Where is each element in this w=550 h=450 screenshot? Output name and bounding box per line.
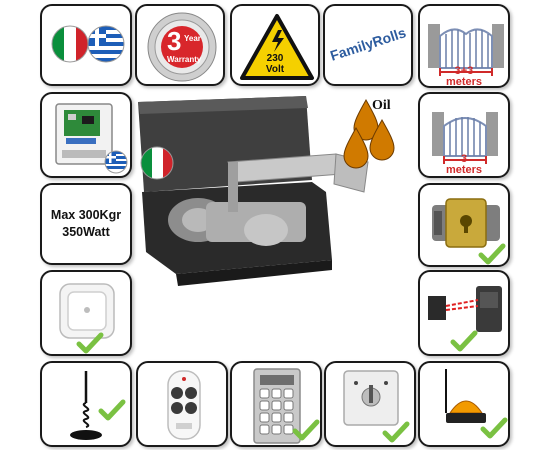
brand-name: FamilyRolls: [328, 24, 408, 64]
wall-button-tile: [40, 270, 132, 356]
check-icon: [450, 330, 478, 352]
check-icon: [480, 417, 508, 439]
keypad-tile: [230, 361, 322, 447]
check-icon: [382, 421, 410, 443]
high-voltage-warning-icon: [240, 14, 314, 80]
check-icon: [98, 399, 126, 421]
warranty-number: 3: [167, 26, 182, 56]
check-icon: [478, 243, 506, 265]
greece-flag-icon: [87, 25, 125, 63]
check-icon: [292, 419, 320, 441]
single-gate-width: 3: [460, 153, 468, 165]
double-gate-width: 3+3: [454, 65, 474, 77]
specs-tile: Max 300Kgr 350Watt: [40, 183, 132, 265]
flags-tile: [40, 4, 132, 86]
photocell-tile: [418, 270, 510, 356]
warranty-seal-icon: [147, 12, 217, 82]
antenna-tile: [40, 361, 132, 447]
product-image: [136, 92, 412, 292]
antenna-icon: [70, 371, 102, 440]
warranty-label: Warranty: [167, 55, 202, 64]
remote-control-icon: [167, 370, 201, 440]
warning-lamp-tile: [418, 361, 510, 447]
remote-control-tile: [136, 361, 228, 447]
check-icon: [76, 332, 104, 354]
motor-mechanism: [168, 153, 369, 246]
oil-label: Oil: [372, 98, 391, 113]
brand-tile: FamilyRolls: [323, 4, 413, 86]
double-gate-tile: 3+3 meters: [418, 4, 510, 88]
electric-lock-tile: [418, 183, 510, 267]
key-switch-icon: [343, 370, 399, 426]
warranty-year: Year: [184, 34, 201, 43]
italy-flag-icon: [139, 145, 175, 181]
single-gate-icon: [432, 112, 498, 164]
italy-flag-icon: [51, 25, 89, 63]
warning-lamp-icon: [445, 369, 486, 423]
wall-push-button-icon: [59, 283, 115, 339]
power-spec: 350Watt: [62, 225, 110, 239]
voltage-unit: Volt: [265, 64, 285, 75]
key-switch-tile: [324, 361, 416, 447]
single-gate-unit: meters: [445, 164, 483, 176]
voltage-value: 230: [266, 53, 284, 64]
keypad-icon: [253, 368, 301, 444]
max-weight-spec: Max 300Kgr: [50, 208, 122, 222]
single-gate-tile: 3 meters: [418, 92, 510, 178]
voltage-tile: 230 Volt: [230, 4, 320, 86]
oil-drops-icon: [340, 92, 410, 170]
double-gate-icon: [428, 24, 504, 76]
control-board-icon: [55, 103, 113, 165]
electric-lock-icon: [432, 198, 500, 248]
photocell-sensors-icon: [428, 286, 502, 332]
double-gate-unit: meters: [445, 76, 483, 88]
greece-flag-icon: [104, 150, 128, 174]
control-board-tile: [40, 92, 132, 178]
warranty-tile: 3 Year Warranty: [135, 4, 225, 86]
